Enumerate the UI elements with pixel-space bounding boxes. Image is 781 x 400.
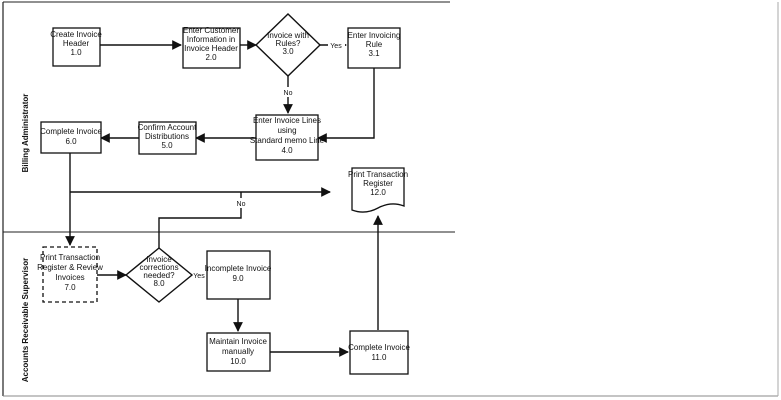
node-text-line: Invoice with <box>267 31 309 40</box>
node-text-line: Confirm Account <box>138 123 197 132</box>
node-text-line: Invoice Header <box>184 44 238 53</box>
node-text-line: Print Transaction <box>348 170 408 179</box>
edge-3-1-to-4 <box>317 68 375 143</box>
label-bg-yes-3 <box>328 40 345 50</box>
node-text-line: Register & Review <box>37 263 103 272</box>
edge-label-no-8: No <box>237 201 246 208</box>
node-text-line: Enter Invoice Lines <box>253 116 321 125</box>
node-text-line: 7.0 <box>64 283 76 292</box>
node-text-line: Maintain Invoice <box>209 337 267 346</box>
edge-label-no-3: No <box>284 90 293 97</box>
node-text-line: 3.1 <box>368 49 380 58</box>
lane-label-billing: Billing Administrator <box>21 94 30 173</box>
node-text-line: Standard memo Line <box>250 136 325 145</box>
node-text-line: Rule <box>366 40 383 49</box>
node-text-line: corrections <box>139 263 178 272</box>
edge-8-no <box>158 192 242 249</box>
node-text-line: 4.0 <box>281 146 293 155</box>
node-text-line: Enter Invoicing <box>348 31 401 40</box>
node-text-line: Header <box>63 39 90 48</box>
node-text-line: Rules? <box>276 39 301 48</box>
lane-label-ar: Accounts Receivable Supervisor <box>21 258 30 383</box>
node-text-line: Incomplete Invoice <box>205 264 272 273</box>
node-text-line: Complete Invoice <box>348 343 410 352</box>
node-text-line: Complete Invoice <box>40 127 102 136</box>
label-bg-yes-8 <box>192 270 206 280</box>
node-text-line: Print Transaction <box>40 253 100 262</box>
label-bg-no-8 <box>235 198 248 208</box>
node-text-line: 3.0 <box>282 47 294 56</box>
node-text-line: needed? <box>143 271 175 280</box>
node-text-line: 9.0 <box>232 274 244 283</box>
node-text-line: using <box>277 126 296 135</box>
node-text-line: 10.0 <box>230 357 246 366</box>
node-text-line: manually <box>222 347 254 356</box>
node-text-line: Create Invoice <box>50 30 102 39</box>
node-text-line: Invoice <box>146 255 172 264</box>
node-text-line: 6.0 <box>65 137 77 146</box>
node-text-line: Information in <box>187 35 235 44</box>
node-text-line: Invoices <box>55 273 84 282</box>
node-text-line: 11.0 <box>372 353 388 362</box>
node-text-line: Register <box>363 179 393 188</box>
node-text-line: 1.0 <box>70 48 82 57</box>
node-text-line: Enter Customer <box>183 26 239 35</box>
label-bg-no-3 <box>282 87 295 97</box>
node-text-line: Distributions <box>145 132 189 141</box>
connectors <box>65 40 383 357</box>
node-text-line: 2.0 <box>205 53 217 62</box>
node-text-line: 5.0 <box>161 141 173 150</box>
edge-label-yes-8: Yes <box>193 273 205 280</box>
node-text-line: 8.0 <box>153 279 165 288</box>
edge-label-yes-3: Yes <box>330 43 342 50</box>
node-text-line: 12.0 <box>370 188 386 197</box>
